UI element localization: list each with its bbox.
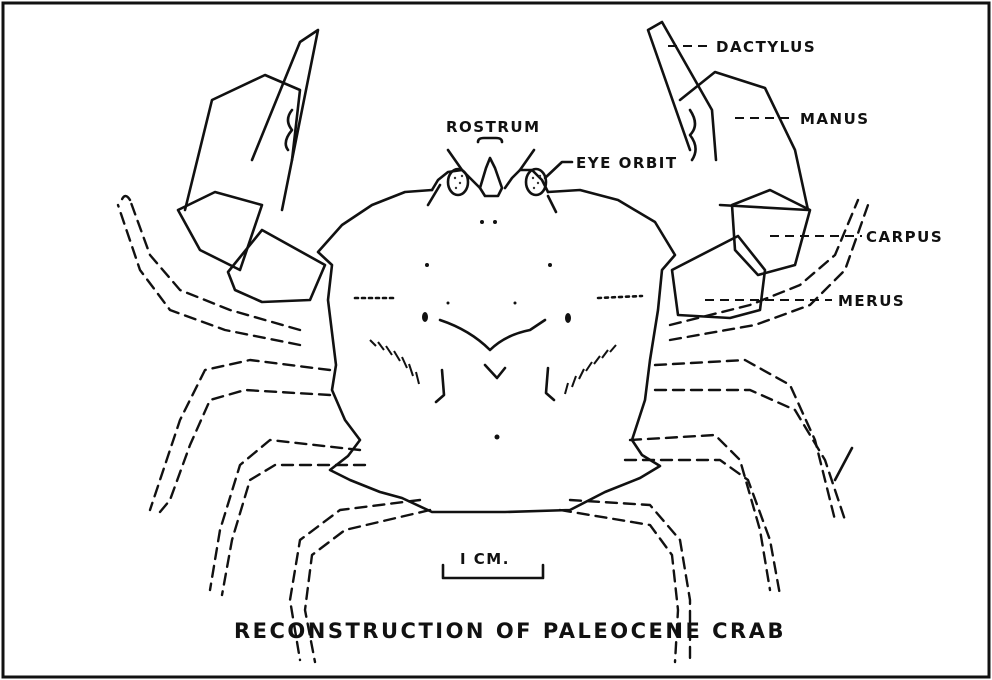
carapace (318, 150, 675, 512)
label-manus: MANUS (800, 110, 870, 128)
left-hatching (370, 340, 419, 384)
left-cheliped (178, 30, 325, 302)
label-rostrum: ROSTRUM (446, 118, 541, 136)
carapace-outline (318, 190, 675, 512)
scale-bar: I CM. (443, 550, 543, 578)
scale-bar-label: I CM. (460, 550, 510, 568)
label-carpus: CARPUS (866, 228, 943, 246)
right-hatching (565, 345, 616, 394)
label-merus: MERUS (838, 292, 905, 310)
figure-title: RECONSTRUCTION OF PALEOCENE CRAB (234, 619, 786, 643)
walking-legs-right (560, 200, 868, 662)
left-eye (448, 169, 468, 195)
figure-border (3, 3, 989, 677)
label-dactylus: DACTYLUS (716, 38, 816, 56)
label-eye-orbit: EYE ORBIT (576, 154, 678, 172)
walking-legs-left (118, 196, 430, 662)
rostrum (480, 158, 502, 196)
